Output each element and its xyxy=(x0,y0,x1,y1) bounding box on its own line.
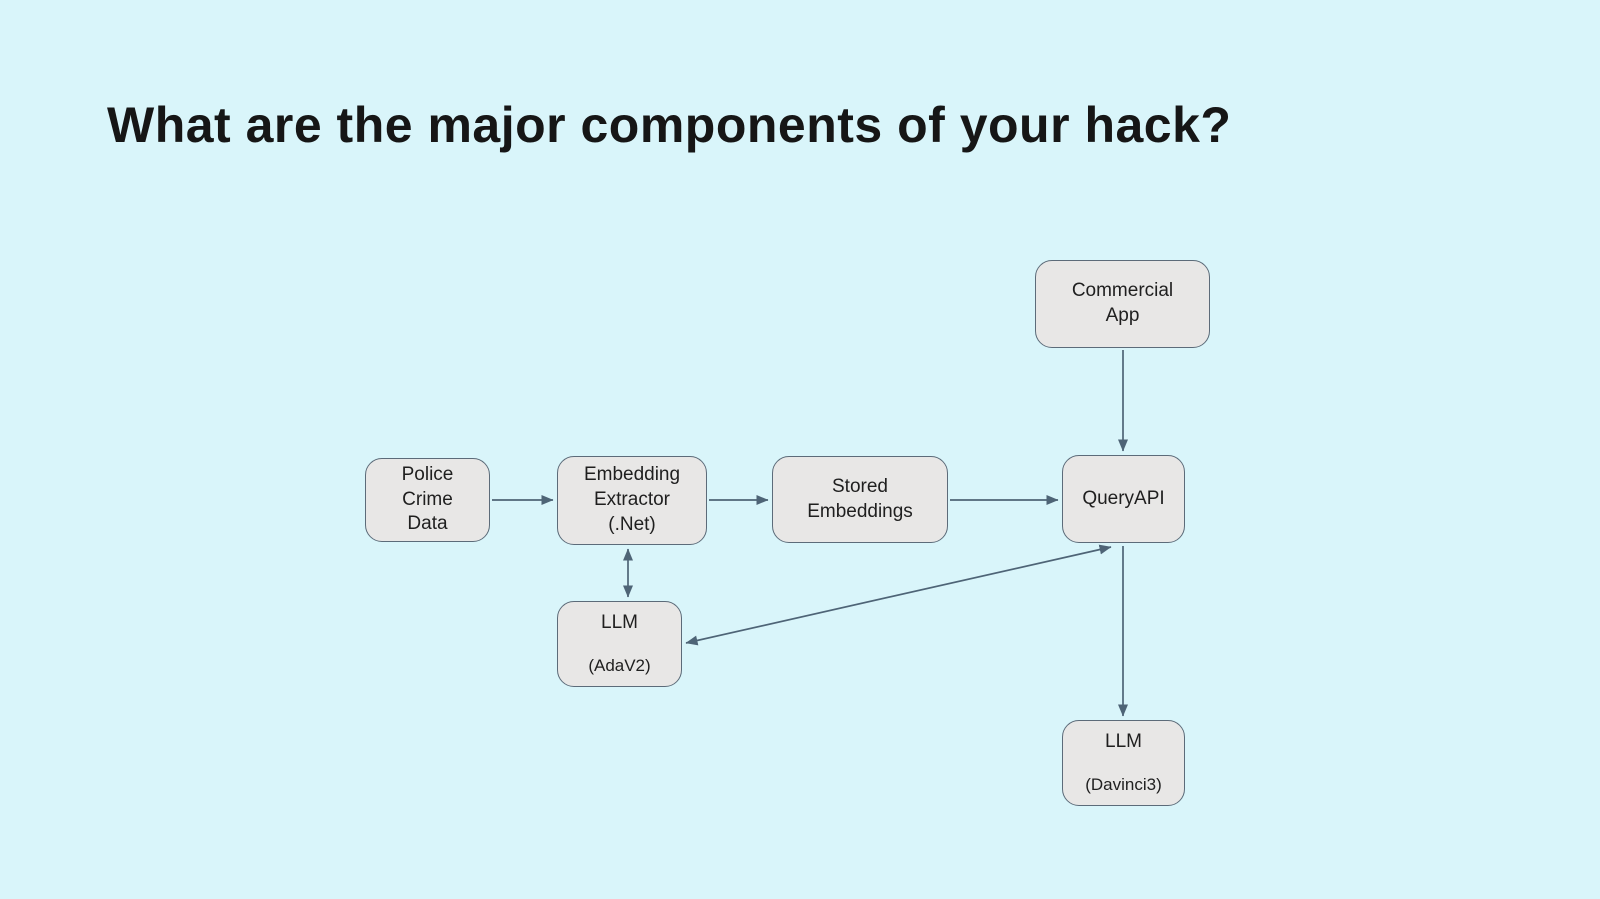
node-label: Stored xyxy=(832,475,888,497)
node-label: Embeddings xyxy=(807,500,913,522)
page-title: What are the major components of your ha… xyxy=(107,97,1232,153)
node-police-crime-data: Police Crime Data xyxy=(365,458,490,542)
node-embedding-extractor: Embedding Extractor (.Net) xyxy=(557,456,707,545)
node-label: Commercial xyxy=(1071,280,1174,302)
node-label: LLM xyxy=(1105,730,1142,752)
node-label: Data xyxy=(407,513,448,535)
node-label: App xyxy=(1105,305,1140,326)
node-label: Extractor xyxy=(593,489,671,511)
node-label: Crime xyxy=(402,488,453,510)
node-llm-adav2: LLM (AdaV2) xyxy=(557,601,682,687)
node-sublabel: (AdaV2) xyxy=(588,656,651,676)
node-commercial-app: Commercial App xyxy=(1035,260,1210,348)
node-label: Embedding xyxy=(583,464,681,486)
node-query-api: QueryAPI xyxy=(1062,455,1185,543)
node-label: LLM xyxy=(601,611,638,633)
node-label: Police xyxy=(401,463,454,485)
node-llm-davinci3: LLM (Davinci3) xyxy=(1062,720,1185,806)
node-sublabel: (Davinci3) xyxy=(1085,775,1162,795)
node-label: (.Net) xyxy=(608,513,656,535)
edge-queryapi-llm-adav2-bidirectional xyxy=(685,544,1112,646)
node-stored-embeddings: Stored Embeddings xyxy=(772,456,948,543)
node-label: QueryAPI xyxy=(1082,487,1165,509)
